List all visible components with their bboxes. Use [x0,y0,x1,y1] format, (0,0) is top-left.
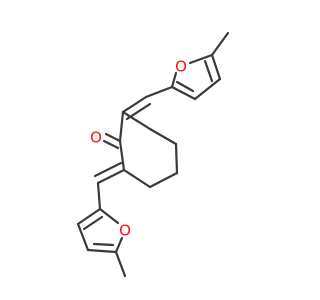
bottom-linker [93,161,126,211]
bond-ring-c2-ctop [121,110,152,131]
bond-ring-c5-c4 [148,171,179,189]
bond-bottom-c2-c3 [76,207,102,226]
bond-bottom-c3-c4 [76,222,90,252]
atom-o-bottom-furan: O [119,222,131,240]
bond-bottom-c4-c5 [86,248,118,254]
bond-bottom-vinyl [96,181,102,211]
bond-bottom-exocyclic [96,168,126,185]
bond-bottom-methyl [114,250,127,278]
bond-ring-c6-c5 [122,168,152,189]
bond-bottom-exocyclic-double [93,161,123,178]
top-linker [121,85,174,121]
bond-top-exocyclic [121,95,148,114]
bond-ring-c1-c6 [118,139,126,172]
bond-top-c2-o [170,71,178,89]
molecule-diagram: O O O [76,31,230,278]
bond-carbonyl-double [102,139,120,150]
bond-bottom-c2-c3-double [82,215,104,231]
bond-carbonyl [104,132,122,143]
atom-o-carbonyl: O [90,129,102,147]
bond-ring-c2-c1 [118,110,125,143]
bond-top-o-c5 [188,53,214,65]
bond-ring-c4-c3 [174,142,179,175]
bond-top-c3-c2 [170,85,197,101]
bond-top-c4-c3 [193,77,222,101]
bond-top-c5-c4-double [203,59,214,83]
top-furan-ring [170,31,230,101]
bond-ring-c3-c2 [148,127,178,146]
atom-o-top-furan: O [175,58,187,76]
structure-canvas: O O O [76,31,230,278]
cyclohexanone-ring [118,110,179,189]
bond-bottom-c4-c5-double [92,242,115,247]
bond-top-c5-c4 [210,53,222,81]
carbonyl-group [102,132,122,150]
bond-bottom-c5-o [114,236,124,254]
bond-top-methyl [210,31,230,57]
bond-bottom-o-c2 [98,207,120,225]
bond-top-c3-c2-double [175,80,195,93]
bond-top-vinyl [144,85,174,99]
bottom-furan-ring [76,207,127,278]
